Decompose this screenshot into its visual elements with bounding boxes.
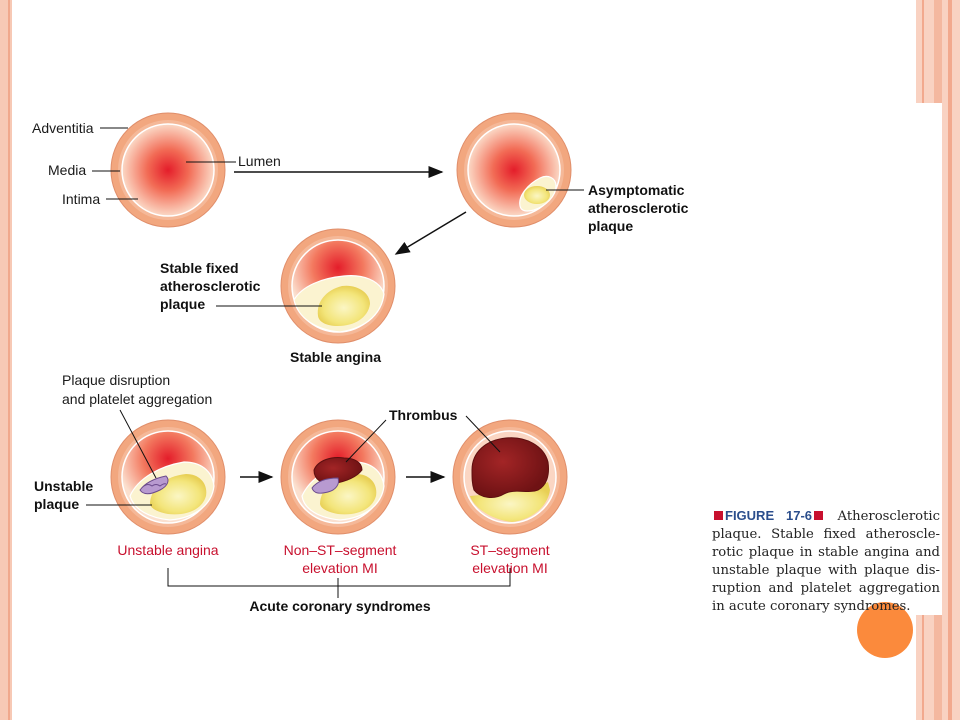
vessel-stemi bbox=[452, 419, 568, 535]
left-frame-line bbox=[8, 0, 10, 720]
label-nstemi-2: elevation MI bbox=[302, 560, 377, 576]
label-asymptomatic-1: Asymptomatic bbox=[588, 182, 685, 198]
label-unstable-plaque-1: Unstable bbox=[34, 478, 93, 494]
label-stable-fixed-2: atherosclerotic bbox=[160, 278, 261, 294]
label-stable-angina: Stable angina bbox=[290, 349, 381, 365]
label-plaque-disruption-2: and platelet aggregation bbox=[62, 391, 212, 407]
label-adventitia: Adventitia bbox=[32, 120, 94, 136]
label-nstemi-1: Non–ST–segment bbox=[284, 542, 397, 558]
label-unstable-plaque-2: plaque bbox=[34, 496, 79, 512]
arrow-to-stable bbox=[394, 211, 467, 255]
label-stable-fixed-1: Stable fixed bbox=[160, 260, 239, 276]
leader-lines bbox=[86, 127, 584, 598]
label-media: Media bbox=[48, 162, 86, 178]
caption-bullet-icon bbox=[814, 511, 824, 520]
label-acute-coronary-syndromes: Acute coronary syndromes bbox=[249, 598, 430, 614]
vessel-unstable-plaque bbox=[110, 419, 226, 535]
right-frame-line bbox=[948, 0, 952, 720]
label-unstable-angina: Unstable angina bbox=[117, 542, 218, 558]
vessel-asymptomatic bbox=[456, 112, 572, 228]
label-stable-fixed-3: plaque bbox=[160, 296, 205, 312]
figure-caption: FIGURE 17-6 Atherosclerotic plaque. Stab… bbox=[712, 507, 940, 616]
label-asymptomatic-3: plaque bbox=[588, 218, 633, 234]
label-thrombus: Thrombus bbox=[389, 407, 458, 423]
label-lumen: Lumen bbox=[238, 153, 281, 169]
label-intima: Intima bbox=[62, 191, 100, 207]
figure-number: FIGURE 17-6 bbox=[725, 508, 813, 523]
label-stemi-1: ST–segment bbox=[470, 542, 549, 558]
label-plaque-disruption-1: Plaque disruption bbox=[62, 372, 170, 388]
vessel-stable-plaque bbox=[280, 228, 396, 344]
vessel-nstemi bbox=[280, 419, 396, 535]
vessel-normal bbox=[110, 112, 226, 228]
accent-dot bbox=[857, 602, 913, 658]
label-stemi-2: elevation MI bbox=[472, 560, 547, 576]
caption-bullet-icon bbox=[714, 511, 723, 520]
label-asymptomatic-2: atherosclerotic bbox=[588, 200, 689, 216]
caption-text: Atherosclerotic plaque. Stable fixed ath… bbox=[712, 509, 940, 614]
